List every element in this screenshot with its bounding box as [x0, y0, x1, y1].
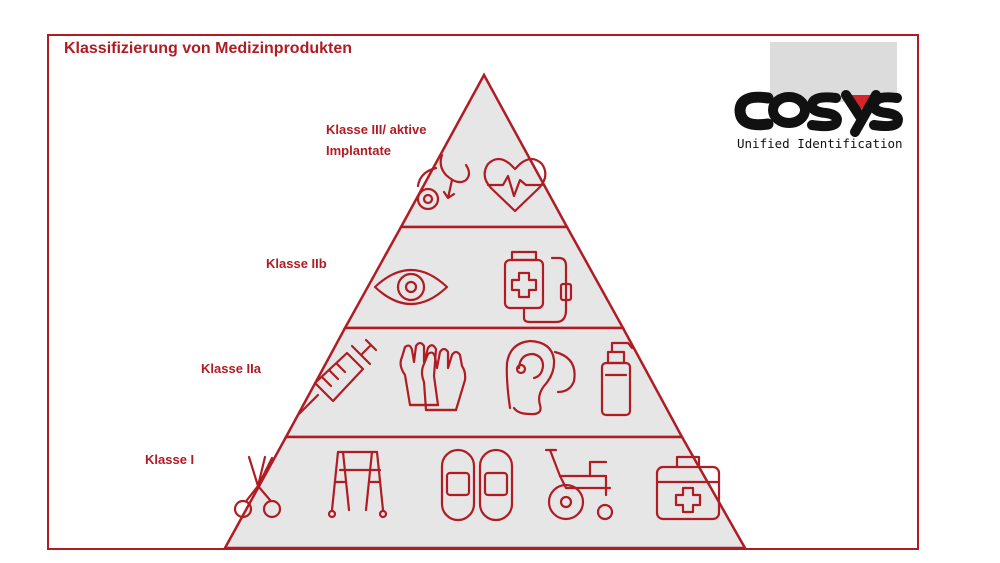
tier-class-2a: [283, 326, 685, 439]
label-class-1: Klasse I: [145, 452, 195, 467]
spray-bottle-icon: [600, 341, 634, 417]
gloves-icon: [399, 341, 467, 412]
heart-monitor-icon: [483, 157, 547, 213]
wheelchair-icon: [544, 448, 614, 521]
infusion-bag-icon: [503, 250, 573, 324]
scissors-icon: [233, 455, 282, 519]
diagram-title: Klassifizierung von Medizinprodukten: [64, 40, 353, 57]
label-class-3: Klasse III/ aktive Implantate: [326, 122, 427, 158]
label-class-2a: Klasse IIa: [201, 361, 261, 376]
eye-icon: [373, 268, 449, 306]
syringe-icon: [296, 338, 378, 417]
label-class-2b: Klasse IIb: [266, 256, 327, 271]
first-aid-kit-icon: [655, 455, 721, 521]
logo-tagline: Unified Identification: [737, 136, 903, 151]
plasters-icon: [440, 448, 514, 522]
walker-icon: [327, 450, 388, 519]
hearing-aid-icon: [505, 339, 576, 416]
breast-implant-icon: [416, 153, 471, 211]
